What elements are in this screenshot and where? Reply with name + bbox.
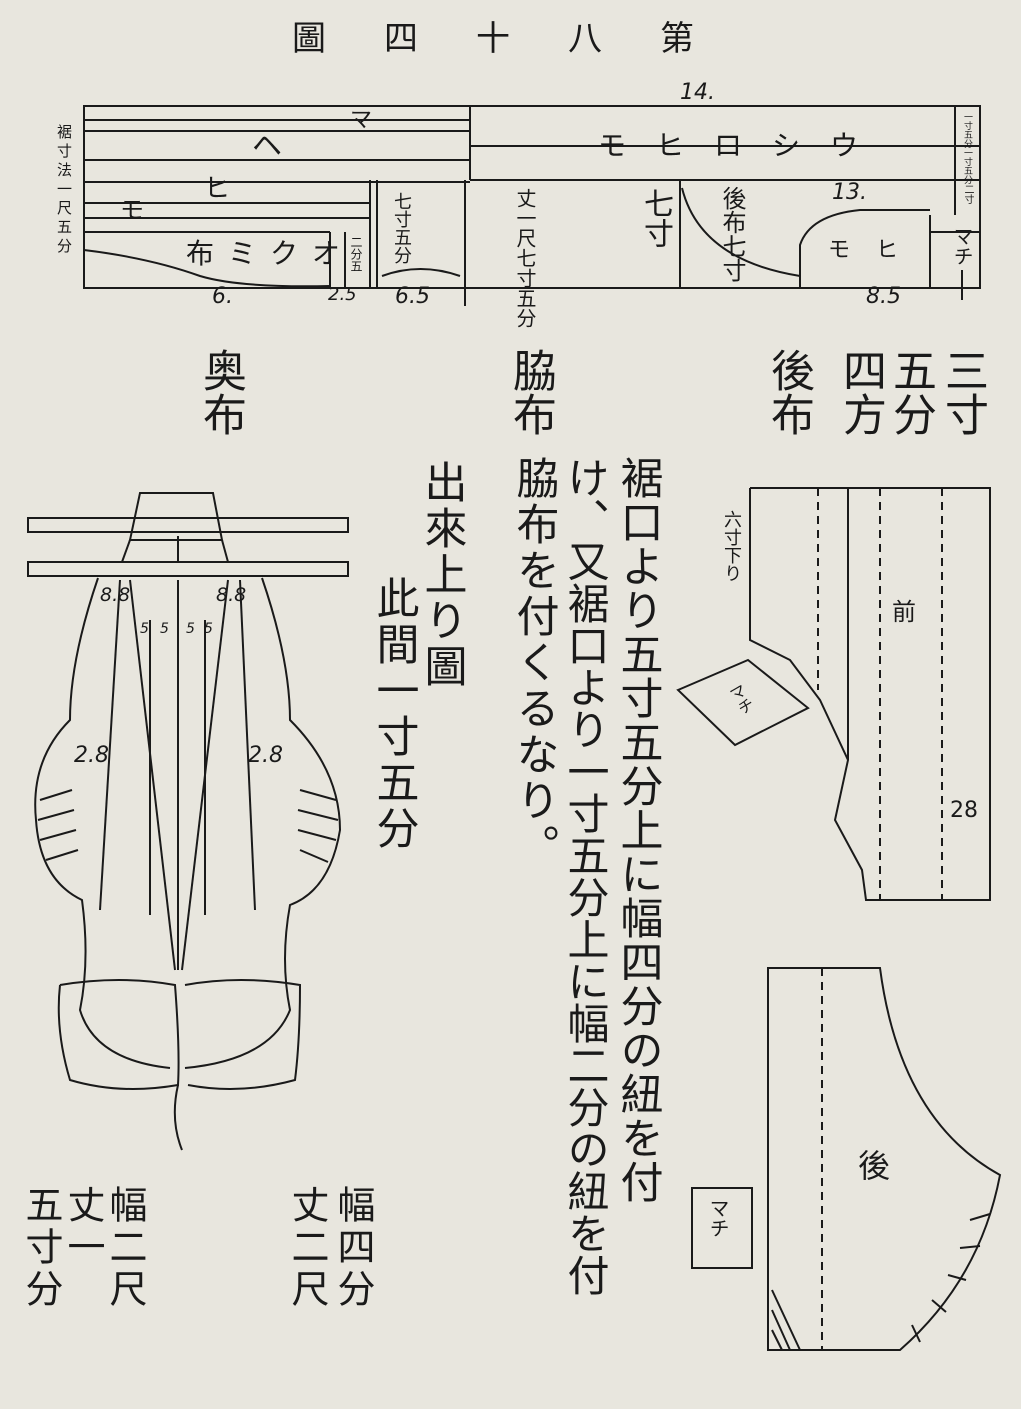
heading-okumi: 奥布 <box>195 348 246 436</box>
waist-band <box>27 517 349 533</box>
pleat <box>99 579 121 911</box>
dim-right-width: 幅四分 <box>331 1185 375 1311</box>
strip-curve <box>381 268 461 277</box>
back-piece <box>767 967 1002 1351</box>
label-front: 前 <box>892 598 916 626</box>
piece-hi: ヒ <box>204 174 231 204</box>
instr-finished: 出來上り圖 <box>417 460 467 690</box>
hem-tick <box>931 1299 947 1313</box>
heading-size-top: 四方 <box>835 348 886 436</box>
label-5: 5 <box>204 621 213 637</box>
piece-mo: モ <box>120 196 144 224</box>
label-8-8-left: 8.8 <box>100 584 131 606</box>
cuff <box>184 979 302 1090</box>
hatch <box>37 809 75 821</box>
piece-take: 丈一尺七寸五分 <box>513 188 537 328</box>
hatch <box>297 809 339 821</box>
gusset-a <box>676 658 810 747</box>
tie-end <box>173 1084 183 1151</box>
label-5: 5 <box>140 621 149 637</box>
pleat <box>129 579 176 971</box>
width-mark: 14. <box>680 80 715 105</box>
drop-note: 六寸下り <box>721 510 742 582</box>
hatch <box>299 849 329 863</box>
label-28: 28 <box>950 798 978 823</box>
hem-tick <box>959 1245 981 1249</box>
right-note-1: 一寸五分 <box>962 112 972 148</box>
hatch <box>771 1309 791 1351</box>
piece-machi: マチ <box>950 226 974 266</box>
instr-col3: 裾口より五寸五分上に幅四分の紐を付 <box>613 456 663 1204</box>
label-machi-b: マチ <box>706 1198 730 1238</box>
instr-col2: け、又裾口より一寸五分上に幅二分の紐を付 <box>561 456 610 1296</box>
hatch <box>299 789 337 801</box>
label-5: 5 <box>186 621 195 637</box>
hem-tick <box>911 1324 921 1343</box>
dim-left-five: 五寸分 <box>19 1185 63 1311</box>
label-8-8-right: 8.8 <box>216 584 247 606</box>
tab-side <box>221 539 229 563</box>
mark-13: 13. <box>832 180 867 205</box>
heading-size-right: 三寸 <box>937 348 988 436</box>
label-5: 5 <box>160 621 169 637</box>
tab-side <box>121 539 131 563</box>
heading-size-mid: 五分 <box>885 348 936 436</box>
dim-left-length: 丈一 <box>61 1185 105 1269</box>
figure-title: 第八十四圖 <box>292 19 752 59</box>
front-piece <box>749 487 991 901</box>
instr-col1: 脇布を付くるなり。 <box>509 456 559 870</box>
dim-left-width: 幅二尺 <box>103 1185 147 1311</box>
hatch <box>45 849 79 861</box>
piece-he: ヘ <box>252 129 282 164</box>
strip-curve <box>799 209 930 288</box>
strip-curve <box>83 249 331 288</box>
leg-outline-right <box>184 577 342 1069</box>
strip-curve <box>681 187 801 277</box>
piece-small: 二分五 <box>349 236 363 272</box>
label-back: 後 <box>858 1147 891 1185</box>
dim-right-length: 丈二尺 <box>285 1185 329 1311</box>
right-note-3: 二寸 <box>962 184 973 204</box>
piece-7sun5bu: 七寸五分 <box>391 192 412 264</box>
leg-outline-left <box>34 577 171 1069</box>
hatch <box>39 829 77 841</box>
bottom-6: 6. <box>212 284 233 309</box>
piece-himo-b: ヒモ <box>828 238 925 263</box>
bottom-6-5: 6.5 <box>395 284 430 309</box>
cuff <box>57 979 180 1090</box>
left-side-note: 裾寸法一尺五分 <box>55 124 73 257</box>
waist-band <box>27 561 349 577</box>
piece-ma: マ <box>350 108 373 133</box>
label-2-8-left: 2.8 <box>74 743 109 768</box>
right-note-2: 一寸五分 <box>962 148 972 184</box>
bottom-2-5: 2.5 <box>328 284 357 305</box>
hem-tick <box>969 1213 991 1221</box>
pleat <box>239 579 256 911</box>
heading-side: 脇布 <box>505 348 556 436</box>
label-2-8-right: 2.8 <box>248 743 283 768</box>
heading-back: 後布 <box>763 348 814 436</box>
bottom-8-5: 8.5 <box>866 284 901 309</box>
piece-okumi: オクミ布 <box>186 237 355 270</box>
hem-tick <box>947 1274 967 1281</box>
strip-frame <box>83 105 981 289</box>
hatch <box>39 789 73 801</box>
pleat <box>181 579 229 971</box>
hatch <box>771 1329 783 1351</box>
hatch <box>297 829 337 841</box>
piece-7sun: 七寸 <box>638 188 673 248</box>
hatch <box>771 1289 801 1351</box>
piece-back-cloth: 後布七寸 <box>718 186 746 282</box>
gusset-b <box>691 1187 753 1269</box>
instr-gap: 此間一寸五分 <box>369 576 419 852</box>
piece-ushiro-himo: ウシロヒモ <box>598 129 889 162</box>
